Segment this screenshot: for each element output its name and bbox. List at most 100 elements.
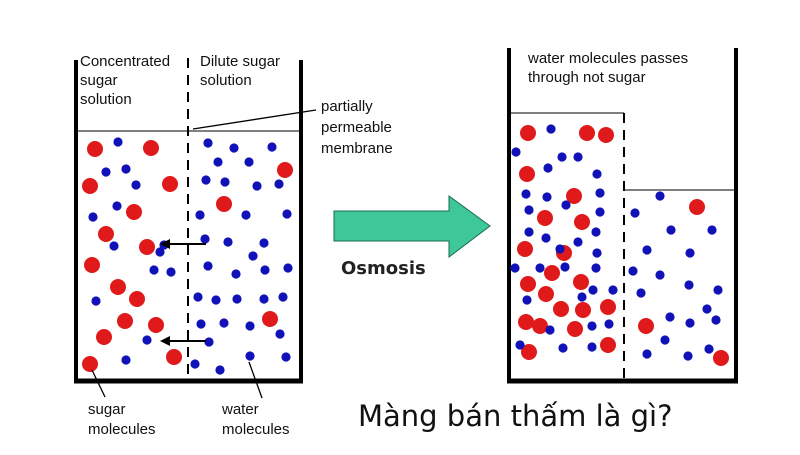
water-molecule <box>545 325 555 335</box>
water-molecule <box>203 261 213 271</box>
dilute-label-2: solution <box>200 72 252 89</box>
sugar-molecule <box>579 125 595 141</box>
water-molecule <box>543 163 553 173</box>
water-molecule <box>121 355 131 365</box>
concentrated-label-1: Concentrated <box>80 53 170 70</box>
sugar-molecule <box>84 257 100 273</box>
water-molecule <box>211 295 221 305</box>
right-container <box>507 48 738 384</box>
water-molecule <box>112 201 122 211</box>
sugar-molecule <box>166 349 182 365</box>
water-molecule <box>655 191 665 201</box>
water-molecule <box>628 266 638 276</box>
sugar-molecule <box>520 125 536 141</box>
right-sugar-molecules <box>517 125 729 366</box>
water-molecule <box>91 296 101 306</box>
water-molecule <box>219 318 229 328</box>
water-molecule <box>282 209 292 219</box>
water-molecule <box>131 180 141 190</box>
water-molecule <box>560 262 570 272</box>
sugar-molecule <box>598 127 614 143</box>
water-molecule <box>521 189 531 199</box>
water-molecule <box>558 343 568 353</box>
water-molecule <box>595 207 605 217</box>
water-molecule <box>557 152 567 162</box>
sugar-molecule <box>566 188 582 204</box>
water-molecule <box>113 137 123 147</box>
water-label-1: water <box>221 401 259 418</box>
sugar-molecule <box>519 166 535 182</box>
sugar-molecule <box>689 199 705 215</box>
sugar-molecule <box>82 178 98 194</box>
water-molecule <box>588 285 598 295</box>
sugar-molecule <box>277 162 293 178</box>
water-molecule <box>702 304 712 314</box>
water-molecule <box>215 365 225 375</box>
water-molecule <box>155 247 165 257</box>
water-molecule <box>200 234 210 244</box>
water-molecule <box>522 295 532 305</box>
sugar-molecule <box>567 321 583 337</box>
membrane-pointer-line <box>192 109 317 130</box>
water-molecule <box>259 238 269 248</box>
water-molecule <box>109 241 119 251</box>
sugar-molecule <box>537 210 553 226</box>
water-molecule <box>573 152 583 162</box>
water-molecule <box>213 157 223 167</box>
water-molecule <box>283 263 293 273</box>
sugar-molecule <box>87 141 103 157</box>
water-molecule <box>711 315 721 325</box>
water-molecule <box>248 251 258 261</box>
water-molecule <box>524 227 534 237</box>
sugar-label-2: molecules <box>88 421 156 438</box>
water-molecule <box>245 321 255 331</box>
water-molecule <box>546 124 556 134</box>
water-molecule <box>515 340 525 350</box>
water-molecule <box>642 349 652 359</box>
membrane-label-2: permeable <box>321 119 392 136</box>
water-molecule <box>166 267 176 277</box>
water-molecule <box>278 292 288 302</box>
water-molecule <box>275 329 285 339</box>
water-molecule <box>642 245 652 255</box>
water-molecule <box>196 319 206 329</box>
water-molecule <box>245 351 255 361</box>
right-water-molecules <box>510 124 723 361</box>
sugar-molecule <box>139 239 155 255</box>
water-molecule <box>244 157 254 167</box>
sugar-molecule <box>148 317 164 333</box>
water-molecule <box>595 188 605 198</box>
sugar-molecule <box>713 350 729 366</box>
right-caption-2: through not sugar <box>528 69 646 86</box>
sugar-molecule <box>262 311 278 327</box>
water-molecule <box>655 270 665 280</box>
water-molecule <box>274 179 284 189</box>
water-molecule <box>195 210 205 220</box>
sugar-label-1: sugar <box>88 401 126 418</box>
water-molecule <box>252 181 262 191</box>
water-molecule <box>121 164 131 174</box>
water-molecule <box>541 233 551 243</box>
page-title: Màng bán thấm là gì? <box>358 399 672 433</box>
water-molecule <box>630 208 640 218</box>
water-molecule <box>203 138 213 148</box>
water-molecule <box>608 285 618 295</box>
sugar-molecule <box>82 356 98 372</box>
arrow-right-icon <box>333 195 491 259</box>
water-molecule <box>592 169 602 179</box>
sugar-molecule <box>162 176 178 192</box>
water-molecule <box>587 321 597 331</box>
membrane-label-1: partially <box>321 98 373 115</box>
water-molecule <box>231 269 241 279</box>
water-molecule <box>587 342 597 352</box>
water-molecule <box>524 205 534 215</box>
left-container <box>74 58 303 384</box>
osmosis-label: Osmosis <box>341 258 426 279</box>
water-molecule <box>592 248 602 258</box>
water-molecule <box>88 212 98 222</box>
water-label-2: molecules <box>222 421 290 438</box>
sugar-molecule <box>600 337 616 353</box>
sugar-molecule <box>521 344 537 360</box>
water-molecule <box>683 351 693 361</box>
